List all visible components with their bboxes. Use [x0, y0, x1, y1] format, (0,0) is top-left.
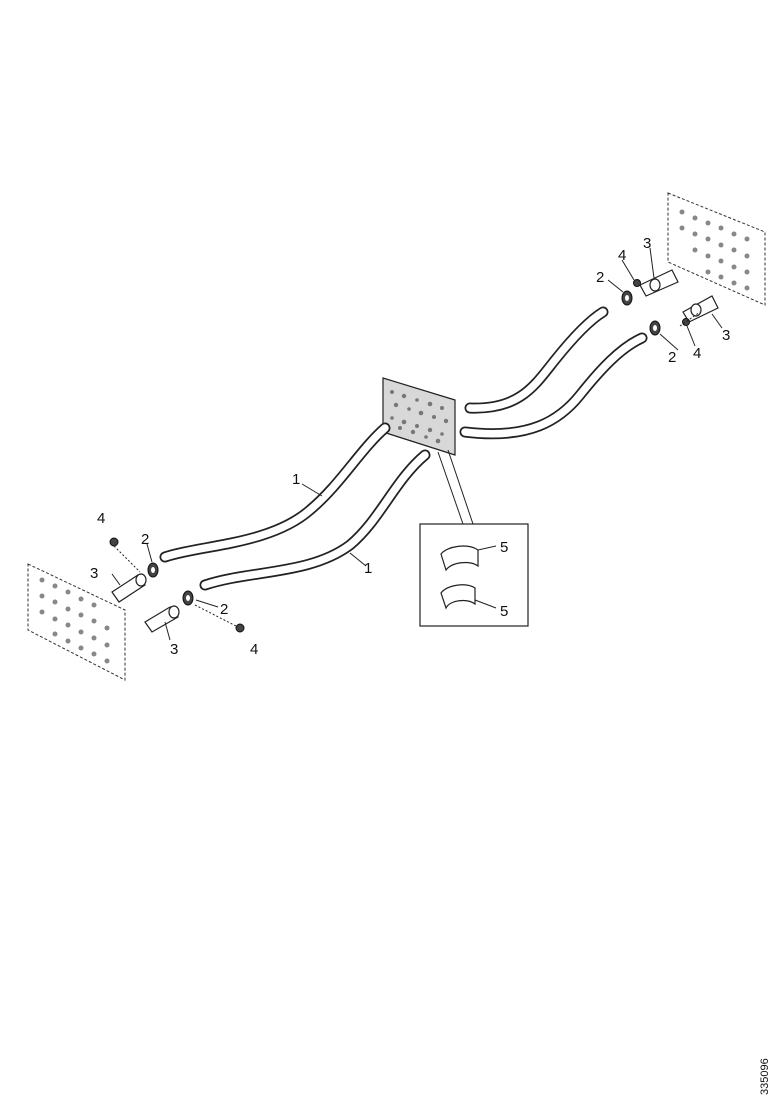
right-upper-connector: [639, 269, 679, 297]
callout-hose-lower: 1: [364, 560, 372, 577]
left-upper-washer: [147, 562, 159, 578]
callout-connector-right-upper: 3: [643, 235, 651, 252]
callout-screw-left-lower: 4: [250, 641, 258, 658]
clip-upper: [440, 545, 497, 572]
right-upper-screw: [633, 279, 641, 287]
hose-lower-right: [459, 332, 648, 440]
callout-screw-right-upper: 4: [618, 247, 626, 264]
hose-upper-left: [159, 422, 391, 563]
left-upper-screw: [109, 537, 141, 573]
callout-connector-left-upper: 3: [90, 565, 98, 582]
left-upper-connector: [111, 573, 147, 603]
right-lower-screw: [679, 311, 701, 327]
clip-lower: [440, 584, 497, 610]
center-junction-block: [382, 377, 456, 456]
callout-connector-left-lower: 3: [170, 641, 178, 658]
callout-washer-left-lower: 2: [220, 601, 228, 618]
callout-washer-right-lower: 2: [668, 349, 676, 366]
callout-connector-right-lower: 3: [722, 327, 730, 344]
left-panel: [27, 563, 126, 681]
hose-lower-left: [199, 449, 431, 591]
callout-screw-right-lower: 4: [693, 345, 701, 362]
callout-clip-upper: 5: [500, 539, 508, 556]
right-lower-washer: [649, 320, 661, 336]
callout-leaders: [111, 247, 723, 641]
left-lower-connector: [144, 605, 180, 633]
right-lower-connector: [682, 295, 719, 323]
callout-washer-left-upper: 2: [141, 531, 149, 548]
left-lower-screw: [194, 604, 245, 633]
left-lower-washer: [182, 590, 194, 606]
reference-number: 335096: [759, 1058, 771, 1095]
hose-upper-right: [464, 306, 609, 414]
callout-washer-right-upper: 2: [596, 269, 604, 286]
clip-detail-inset: [419, 449, 529, 627]
callout-clip-lower: 5: [500, 603, 508, 620]
callout-hose-upper: 1: [292, 471, 300, 488]
right-panel: [667, 192, 766, 306]
right-upper-washer: [621, 290, 633, 306]
callout-screw-left-upper: 4: [97, 510, 105, 527]
